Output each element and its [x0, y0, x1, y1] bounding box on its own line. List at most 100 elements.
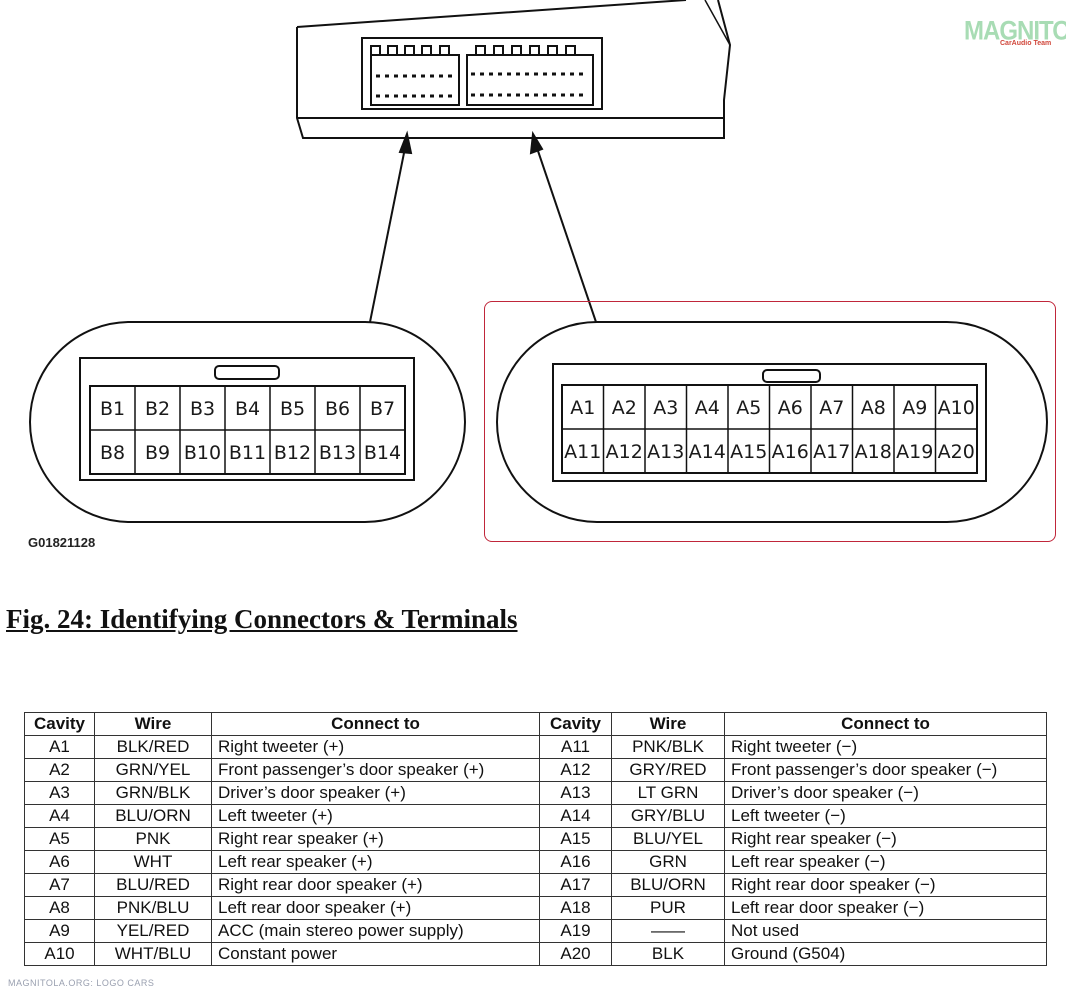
wire-cell: BLU/ORN [94, 804, 212, 828]
connect-to-cell: Front passenger’s door speaker (−) [724, 758, 1047, 782]
table-header-cell: Cavity [24, 712, 95, 736]
pin-label-a17: A17 [813, 441, 850, 463]
pin-label-a19: A19 [896, 441, 933, 463]
pin-label-b13: B13 [319, 442, 356, 464]
cavity-cell: A20 [539, 942, 612, 966]
pin-label-a4: A4 [695, 397, 720, 419]
wire-cell: LT GRN [611, 781, 725, 805]
wire-cell: BLU/RED [94, 873, 212, 897]
pin-label-a14: A14 [689, 441, 726, 463]
pin-label-b14: B14 [364, 442, 401, 464]
cavity-cell: A19 [539, 919, 612, 943]
pin-label-b2: B2 [145, 398, 170, 420]
pin-label-b7: B7 [370, 398, 395, 420]
socket-pins [376, 72, 588, 98]
pin-label-a8: A8 [861, 397, 886, 419]
table-header-cell: Wire [94, 712, 212, 736]
wire-cell: BLK/RED [94, 735, 212, 759]
table-header-cell: Cavity [539, 712, 612, 736]
pin-label-a12: A12 [606, 441, 643, 463]
pin-label-b11: B11 [229, 442, 266, 464]
pin-label-a7: A7 [819, 397, 844, 419]
connect-to-cell: Left rear speaker (+) [211, 850, 540, 874]
connect-to-cell: Constant power [211, 942, 540, 966]
connect-to-cell: Right rear door speaker (−) [724, 873, 1047, 897]
pin-label-b9: B9 [145, 442, 170, 464]
pin-label-b5: B5 [280, 398, 305, 420]
cavity-cell: A2 [24, 758, 95, 782]
wire-cell: YEL/RED [94, 919, 212, 943]
wire-cell: GRN [611, 850, 725, 874]
cavity-cell: A16 [539, 850, 612, 874]
connect-to-cell: Driver’s door speaker (+) [211, 781, 540, 805]
connect-to-cell: Right tweeter (−) [724, 735, 1047, 759]
connect-to-cell: ACC (main stereo power supply) [211, 919, 540, 943]
brand-watermark-sub: CarAudio Team [1000, 40, 1052, 47]
pin-label-b4: B4 [235, 398, 260, 420]
cavity-cell: A1 [24, 735, 95, 759]
cavity-cell: A3 [24, 781, 95, 805]
figure-code: G01821128 [28, 535, 96, 550]
pin-label-a10: A10 [938, 397, 975, 419]
wire-cell: WHT/BLU [94, 942, 212, 966]
connect-to-cell: Left tweeter (−) [724, 804, 1047, 828]
cavity-cell: A9 [24, 919, 95, 943]
wire-cell: BLU/YEL [611, 827, 725, 851]
cavity-cell: A13 [539, 781, 612, 805]
pin-label-a6: A6 [778, 397, 803, 419]
connect-to-cell: Right tweeter (+) [211, 735, 540, 759]
cavity-cell: A17 [539, 873, 612, 897]
wire-cell: GRN/YEL [94, 758, 212, 782]
connector-a-highlight-box [484, 301, 1056, 542]
cavity-cell: A18 [539, 896, 612, 920]
wire-cell: GRN/BLK [94, 781, 212, 805]
wire-cell: PNK [94, 827, 212, 851]
pin-label-b8: B8 [100, 442, 125, 464]
cavity-cell: A7 [24, 873, 95, 897]
pin-label-a20: A20 [938, 441, 975, 463]
cavity-cell: A14 [539, 804, 612, 828]
pin-label-a18: A18 [855, 441, 892, 463]
wire-cell: WHT [94, 850, 212, 874]
connect-to-cell: Left tweeter (+) [211, 804, 540, 828]
pin-label-a2: A2 [612, 397, 637, 419]
connect-to-cell: Driver’s door speaker (−) [724, 781, 1047, 805]
wire-cell: PNK/BLU [94, 896, 212, 920]
connect-to-cell: Left rear door speaker (−) [724, 896, 1047, 920]
cavity-cell: A15 [539, 827, 612, 851]
table-header-cell: Wire [611, 712, 725, 736]
pin-label-a9: A9 [902, 397, 927, 419]
pin-label-b10: B10 [184, 442, 221, 464]
cavity-cell: A10 [24, 942, 95, 966]
figure-title: Fig. 24: Identifying Connectors & Termin… [6, 604, 518, 634]
pin-label-a15: A15 [730, 441, 767, 463]
cavity-cell: A4 [24, 804, 95, 828]
pin-label-a13: A13 [647, 441, 684, 463]
wire-cell: GRY/RED [611, 758, 725, 782]
pin-label-b3: B3 [190, 398, 215, 420]
connect-to-cell: Ground (G504) [724, 942, 1047, 966]
connect-to-cell: Right rear door speaker (+) [211, 873, 540, 897]
pin-label-a5: A5 [736, 397, 761, 419]
pin-label-a11: A11 [564, 441, 601, 463]
table-header-cell: Connect to [724, 712, 1047, 736]
cavity-cell: A11 [539, 735, 612, 759]
pin-label-a1: A1 [570, 397, 595, 419]
table-header-cell: Connect to [211, 712, 540, 736]
